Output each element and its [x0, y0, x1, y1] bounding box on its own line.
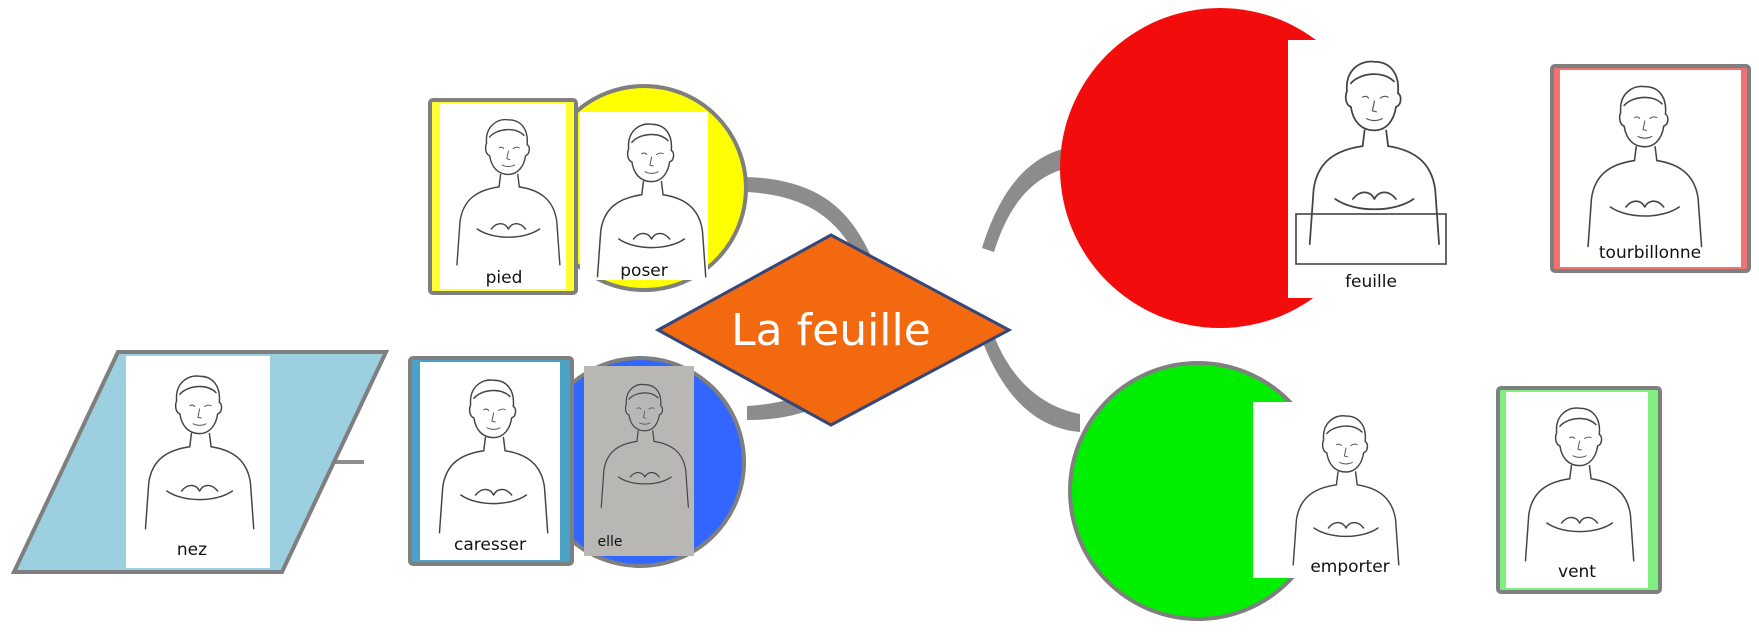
caresser-picture	[420, 362, 560, 560]
tourbillonne-picture	[1560, 70, 1741, 267]
feuille-movement-diagram	[1295, 213, 1447, 265]
node-elle[interactable]: elle	[534, 356, 746, 568]
caresser-label: caresser	[454, 535, 526, 555]
node-vent[interactable]: vent	[1496, 386, 1662, 594]
node-caresser[interactable]: caresser	[408, 356, 574, 566]
elle-label: elle	[597, 534, 622, 550]
nez-label: nez	[177, 540, 207, 560]
poser-picture	[580, 112, 708, 280]
central-topic[interactable]: La feuille	[654, 233, 1013, 427]
node-pied[interactable]: pied	[428, 98, 578, 295]
vent-picture	[1506, 392, 1648, 588]
node-nez[interactable]: nez	[10, 350, 390, 574]
emporter-picture	[1253, 402, 1433, 578]
nez-picture	[126, 356, 270, 568]
node-poser[interactable]: poser	[540, 84, 748, 292]
node-feuille[interactable]: feuille	[1060, 8, 1454, 328]
pied-picture	[440, 104, 566, 289]
tourbillonne-label: tourbillonne	[1599, 243, 1701, 263]
feuille-label: feuille	[1345, 272, 1397, 292]
vent-label: vent	[1558, 562, 1596, 582]
node-emporter[interactable]: emporter	[1068, 361, 1433, 621]
central-diamond	[654, 233, 1013, 427]
pied-label: pied	[486, 268, 523, 288]
node-tourbillonne[interactable]: tourbillonne	[1550, 64, 1751, 273]
feuille-picture	[1288, 40, 1454, 298]
elle-picture	[584, 366, 694, 556]
poser-label: poser	[620, 261, 668, 281]
central-title: La feuille	[731, 305, 931, 356]
branch-emporter	[982, 336, 1080, 432]
emporter-label: emporter	[1310, 557, 1389, 577]
